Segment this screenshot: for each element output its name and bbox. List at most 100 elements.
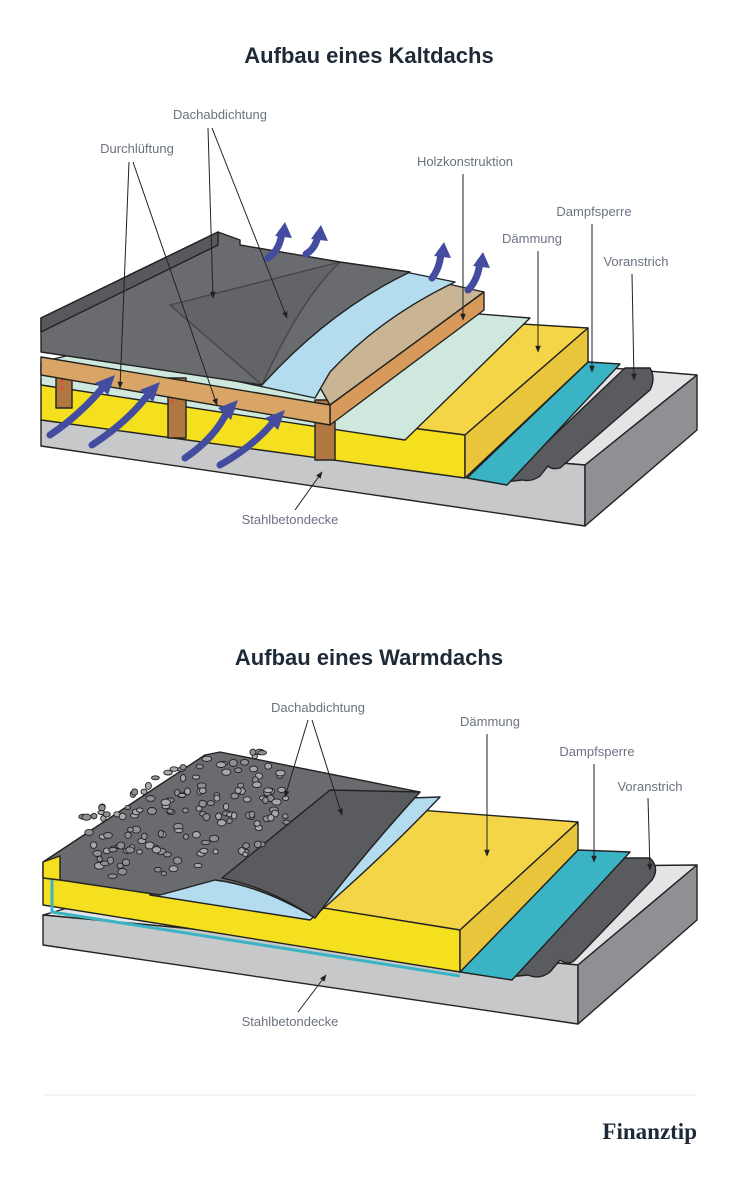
gravel-pebble <box>184 787 191 796</box>
gravel-pebble <box>226 818 233 824</box>
gravel-pebble <box>234 767 243 774</box>
gravel-pebble <box>102 811 111 818</box>
gravel-pebble <box>216 819 227 827</box>
gravel-pebble <box>168 865 179 873</box>
warm-dark-membrane <box>42 751 421 919</box>
gravel-pebble <box>282 813 289 820</box>
gravel-pebble <box>163 851 172 858</box>
cold-roof-title: Aufbau eines Kaltdachs <box>244 43 493 68</box>
gravel-pebble <box>215 812 223 821</box>
gravel-pebble <box>153 866 162 873</box>
cold-primer-layer <box>504 367 654 483</box>
warm-label-daemmung: Dämmung <box>460 714 520 729</box>
gravel-pebble <box>131 788 139 796</box>
cold-label-dachabdichtung: Dachabdichtung <box>173 107 267 122</box>
gravel-pebble <box>237 782 245 789</box>
gravel-pebble <box>199 847 209 854</box>
cold-label-voranstrich: Voranstrich <box>603 254 668 269</box>
gravel-pebble <box>198 787 207 795</box>
cold-roof-labels: Dachabdichtung Durchlüftung Holzkonstruk… <box>100 107 668 527</box>
gravel-pebble <box>140 832 148 840</box>
gravel-pebble <box>103 831 113 839</box>
cold-label-holzkonstruktion: Holzkonstruktion <box>417 154 513 169</box>
warm-roof-labels: Dachabdichtung Dämmung Dampfsperre Voran… <box>242 700 683 1029</box>
warm-label-dampfsperre: Dampfsperre <box>559 744 634 759</box>
gravel-pebble <box>177 792 187 798</box>
gravel-pebble <box>234 787 242 794</box>
cold-label-dampfsperre: Dampfsperre <box>556 204 631 219</box>
gravel-pebble <box>277 786 287 793</box>
gravel-pebble <box>136 849 143 855</box>
gravel-pebble <box>118 812 127 821</box>
gravel-pebble <box>108 846 118 853</box>
gravel-pebble <box>213 794 221 802</box>
cold-concrete-side <box>584 374 698 527</box>
gravel-pebble <box>144 781 152 790</box>
gravel-pebble <box>192 831 201 839</box>
gravel-pebble <box>253 820 261 827</box>
gravel-pebble <box>135 807 144 813</box>
gravel-pebble <box>116 841 126 850</box>
gravel-pebble <box>125 846 135 854</box>
gravel-pebble <box>195 763 204 770</box>
gravel-pebble <box>81 813 92 821</box>
gravel-pebble <box>179 764 187 771</box>
cold-wood-front <box>40 356 331 426</box>
gravel-pebble <box>124 804 132 811</box>
gravel-pebble <box>209 834 220 843</box>
warm-label-stahlbetondecke: Stahlbetondecke <box>242 1014 339 1029</box>
gravel-pebble <box>275 769 286 777</box>
gravel-pebble <box>257 750 267 756</box>
gravel-pebble <box>151 846 162 854</box>
cold-airflow-arrows <box>46 228 484 469</box>
gravel-pebble <box>145 795 156 802</box>
gravel-pebble <box>140 788 148 795</box>
brand-logo: Finanztip <box>602 1119 697 1144</box>
warm-concrete-side <box>577 864 698 1025</box>
gravel-pebble <box>202 813 211 821</box>
gravel-pebble <box>160 798 171 806</box>
cold-roof-section: Aufbau eines Kaltdachs <box>40 43 698 527</box>
gravel-pebble <box>182 807 189 814</box>
warm-roof-title: Aufbau eines Warmdachs <box>235 645 503 670</box>
gravel-pebble <box>271 798 282 806</box>
gravel-pebble <box>252 781 262 789</box>
gravel-pebble <box>163 769 173 776</box>
gravel-pebble <box>222 802 230 811</box>
gravel-pebble <box>107 873 118 879</box>
warm-label-voranstrich: Voranstrich <box>617 779 682 794</box>
gravel-pebble <box>248 810 256 819</box>
gravel-pebble <box>121 858 131 867</box>
gravel-pebble <box>106 856 115 865</box>
gravel-pebble <box>117 867 128 876</box>
gravel-pebble <box>249 748 257 756</box>
gravel-pebble <box>215 761 227 768</box>
gravel-pebble <box>90 812 98 820</box>
warm-roof-section: Aufbau eines Warmdachs <box>42 645 698 1029</box>
warm-label-dachabdichtung: Dachabdichtung <box>271 700 365 715</box>
gravel-pebble <box>262 796 269 804</box>
gravel-pebble <box>230 792 239 800</box>
gravel-pebble <box>151 775 160 781</box>
gravel-pebble <box>198 799 207 808</box>
gravel-pebble <box>253 840 262 849</box>
gravel-pebble <box>84 828 94 836</box>
gravel-pebble <box>160 871 167 876</box>
gravel-pebble <box>127 826 134 833</box>
gravel-pebble <box>206 800 215 806</box>
gravel-pebble <box>249 765 259 773</box>
gravel-pebble <box>212 848 219 855</box>
gravel-pebble <box>182 833 190 840</box>
gravel-pebble <box>201 755 213 762</box>
gravel-pebble <box>267 814 275 822</box>
gravel-pebble <box>166 808 174 814</box>
gravel-pebble <box>157 829 164 838</box>
warm-gravel-layer <box>78 748 291 879</box>
warm-insulation-side <box>459 821 579 973</box>
gravel-pebble <box>242 796 252 803</box>
gravel-pebble <box>230 811 238 820</box>
gravel-pebble <box>221 768 232 776</box>
gravel-pebble <box>146 807 157 815</box>
gravel-pebble <box>240 758 250 766</box>
